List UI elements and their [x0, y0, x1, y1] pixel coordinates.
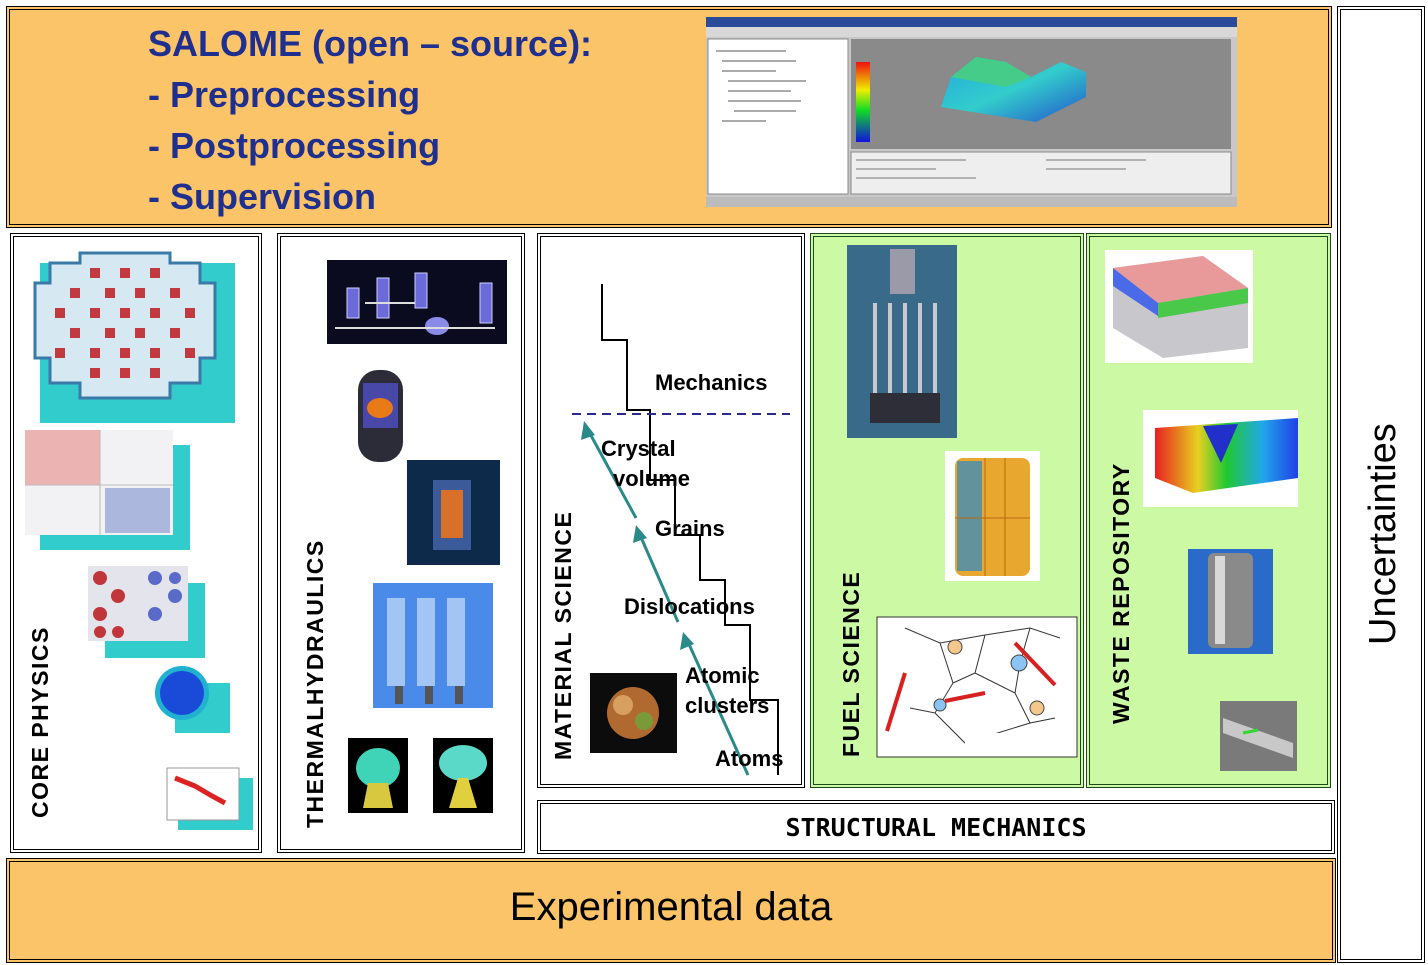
crystal-volume-label: Crystal volume — [601, 434, 690, 494]
experimental-data-panel — [6, 858, 1336, 963]
thermalhydraulics-images — [327, 260, 507, 813]
structural-mechanics-panel — [537, 800, 1335, 854]
salome-text: SALOME (open – source): - Preprocessing … — [148, 18, 592, 222]
clusters-label: clusters — [685, 693, 770, 718]
dislocations-label: Dislocations — [624, 594, 755, 619]
atomic-label: Atomic — [685, 663, 760, 688]
grains-label: Grains — [655, 516, 725, 541]
salome-screenshot-image — [706, 17, 1237, 207]
material-science-panel — [537, 233, 805, 788]
uncertainties-label: Uncertainties — [1362, 423, 1404, 645]
core-physics-images — [25, 251, 253, 830]
crystal-label: Crystal — [601, 436, 676, 461]
volume-label: volume — [613, 466, 691, 491]
material-science-staircase — [572, 284, 790, 776]
salome-item-supervision: - Supervision — [148, 176, 377, 217]
salome-item-preprocessing: - Preprocessing — [148, 74, 421, 115]
structural-mechanics-label: STRUCTURAL MECHANICS — [785, 813, 1087, 842]
atomic-clusters-label: Atomic clusters — [685, 661, 769, 721]
experimental-data-label: Experimental data — [509, 885, 833, 929]
salome-title: SALOME (open – source): — [148, 23, 593, 64]
salome-item-postprocessing: - Postprocessing — [148, 125, 441, 166]
waste-repository-images — [1105, 250, 1298, 771]
fuel-science-images — [847, 245, 1078, 758]
uncertainties-panel — [1337, 6, 1425, 963]
mechanics-label: Mechanics — [655, 370, 768, 395]
atoms-label: Atoms — [715, 746, 784, 771]
